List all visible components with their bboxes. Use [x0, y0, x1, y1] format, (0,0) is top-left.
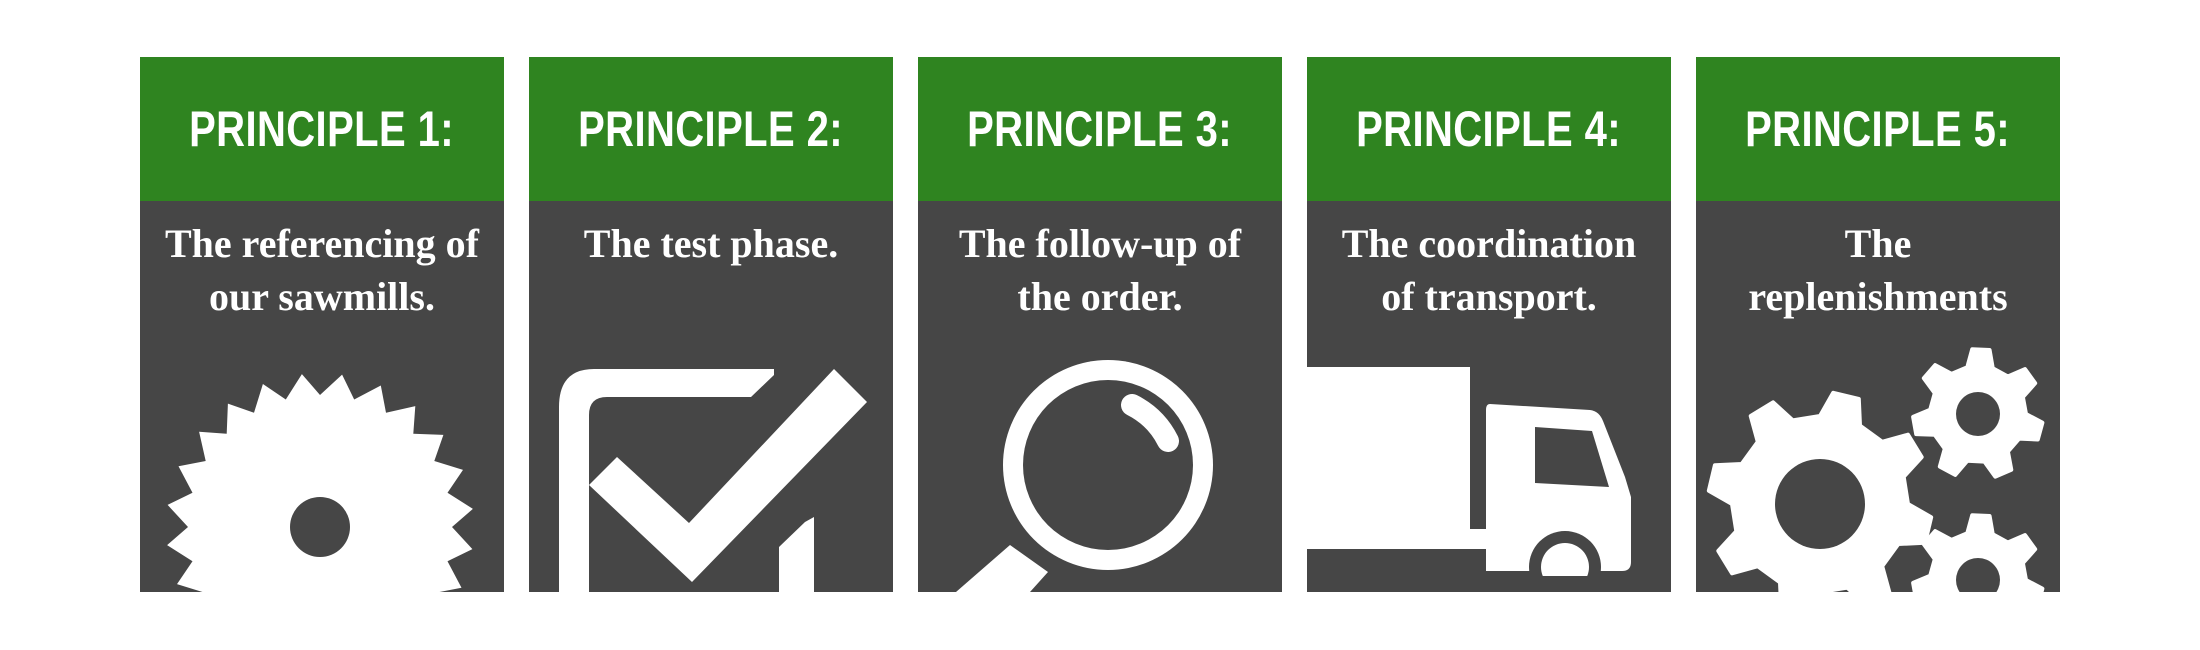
principle-description: The replenishments [1696, 217, 2060, 323]
magnifier-icon [956, 360, 1213, 592]
principle-title: PRINCIPLE 5: [1745, 101, 2011, 157]
card-header: PRINCIPLE 4: [1307, 57, 1671, 201]
principle-title: PRINCIPLE 3: [967, 101, 1233, 157]
description-line: The coordination [1341, 221, 1637, 266]
saw-blade-icon [167, 374, 473, 592]
card-header: PRINCIPLE 3: [918, 57, 1282, 201]
card-header: PRINCIPLE 2: [529, 57, 893, 201]
truck-icon [1307, 367, 1671, 592]
principle-description: The test phase. [529, 217, 893, 270]
principle-title: PRINCIPLE 4: [1356, 101, 1622, 157]
card-header: PRINCIPLE 5: [1696, 57, 2060, 201]
description-line: The [1844, 221, 1912, 266]
description-line: The referencing of [164, 221, 479, 266]
principle-description: The follow-up of the order. [918, 217, 1282, 323]
principle-description: The coordination of transport. [1307, 217, 1671, 323]
gears-icon [1706, 347, 2045, 592]
principle-description: The referencing of our sawmills. [140, 217, 504, 323]
card-header: PRINCIPLE 1: [140, 57, 504, 201]
principle-card-5: PRINCIPLE 5: The replenishments [1696, 57, 2060, 592]
principle-title: PRINCIPLE 2: [578, 101, 844, 157]
principle-card-2: PRINCIPLE 2: The test phase. [529, 57, 893, 592]
principle-card-3: PRINCIPLE 3: The follow-up of the order. [918, 57, 1282, 592]
description-line: the order. [1017, 274, 1183, 319]
description-line: replenishments [1748, 274, 2008, 319]
principle-card-1: PRINCIPLE 1: The referencing of our sawm… [140, 57, 504, 592]
description-line: of transport. [1381, 274, 1597, 319]
description-line: our sawmills. [209, 274, 435, 319]
description-line: The follow-up of [958, 221, 1242, 266]
principle-title: PRINCIPLE 1: [189, 101, 455, 157]
checkbox-icon [559, 369, 867, 592]
principle-card-4: PRINCIPLE 4: The coordination of transpo… [1307, 57, 1671, 592]
description-line: The test phase. [583, 221, 839, 266]
